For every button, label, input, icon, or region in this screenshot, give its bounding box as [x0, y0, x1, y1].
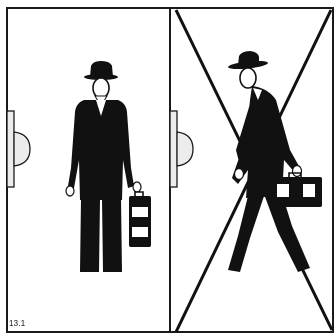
walking-man-head: [240, 68, 256, 88]
standing-man-head: [93, 78, 109, 98]
walking-man-figure: [228, 51, 322, 272]
standing-man-legs: [80, 199, 122, 272]
hat-icon: [84, 61, 118, 80]
briefcase-icon: [129, 192, 151, 247]
figure-number: 13.1: [9, 319, 25, 328]
standing-man-figure: [66, 61, 151, 272]
door-handle-icon: [170, 111, 193, 187]
right-panel: [170, 8, 333, 332]
briefcase-icon: [270, 173, 322, 207]
left-panel: [7, 8, 170, 332]
door-handle-icon: [7, 111, 30, 187]
